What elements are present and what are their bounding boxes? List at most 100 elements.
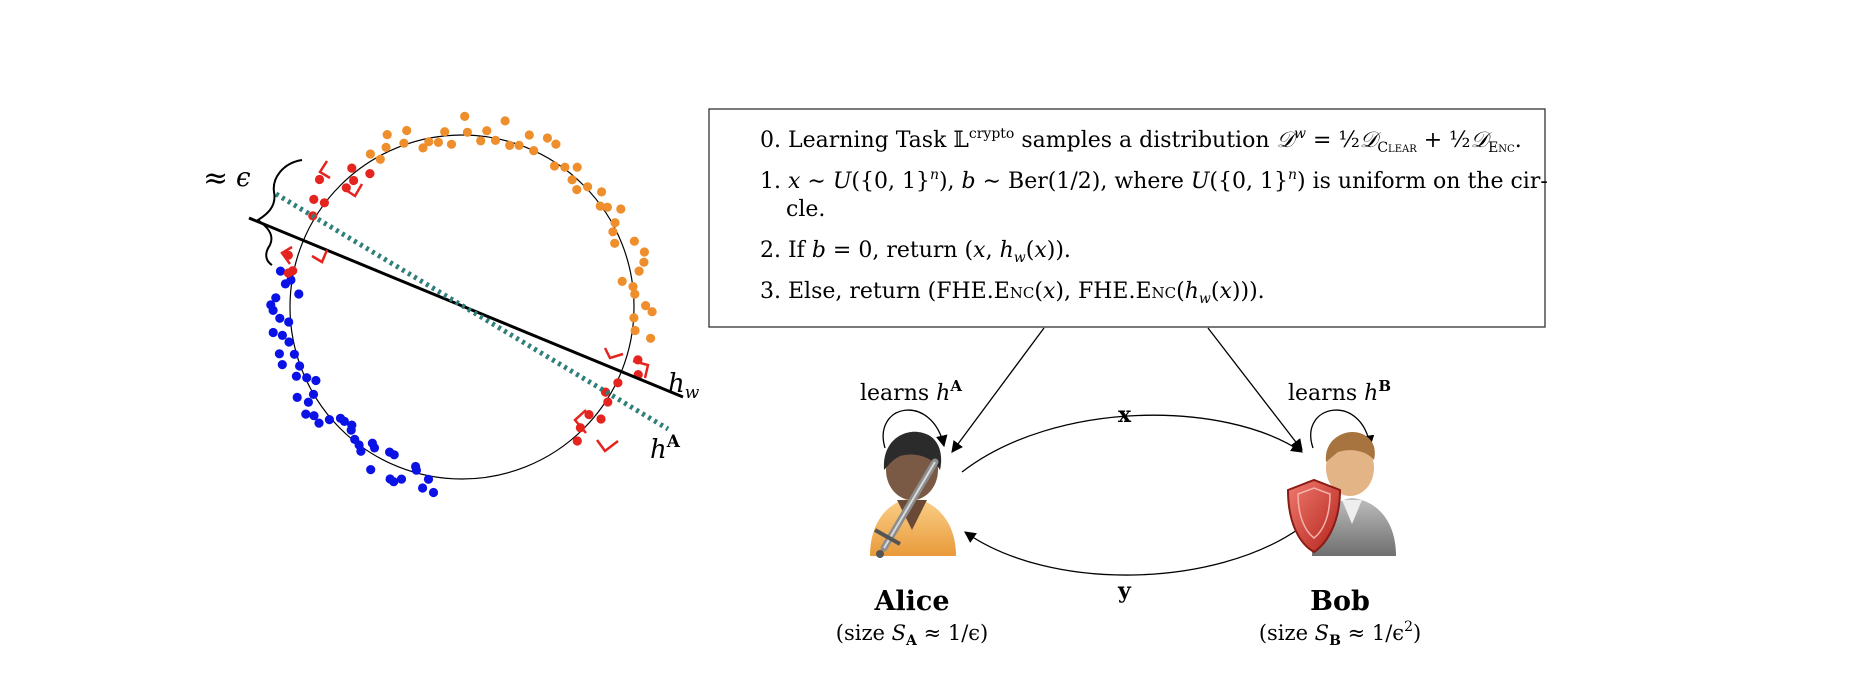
task-item-text: x xyxy=(1043,279,1056,304)
data-point xyxy=(490,135,501,145)
task-item-text: samples a distribution xyxy=(1014,128,1276,153)
data-point xyxy=(630,289,640,299)
data-point xyxy=(266,300,276,310)
data-point xyxy=(314,174,325,185)
task-item-text: Enc xyxy=(1488,140,1515,156)
data-point xyxy=(411,461,421,472)
task-item-text: ), FHE. xyxy=(1055,279,1135,304)
data-point xyxy=(319,198,329,208)
epsilon-brace xyxy=(256,159,303,266)
data-point xyxy=(549,161,560,171)
message-y-label: y xyxy=(1117,578,1132,604)
task-item-text: + ½ xyxy=(1417,128,1471,153)
task-item-text: w xyxy=(1014,250,1026,266)
data-point xyxy=(524,130,534,140)
task-item-number: 1. xyxy=(760,169,781,194)
task-item-text: ( xyxy=(1026,238,1035,263)
data-point xyxy=(324,415,334,425)
blue-points xyxy=(266,266,439,498)
message-x-arrow xyxy=(961,414,1303,473)
data-point xyxy=(596,414,606,424)
data-point xyxy=(572,162,582,172)
task-item-1: 1. x ∼ U({0, 1}n), b ∼ Ber(1/2), where U… xyxy=(760,167,1548,194)
task-item-text: 𝒟 xyxy=(1276,128,1298,153)
task-item-text: b xyxy=(962,169,976,194)
data-point xyxy=(629,313,639,323)
task-item-text: ) is uniform on the cir- xyxy=(1297,169,1548,194)
data-point xyxy=(551,139,561,149)
task-item-text: ∼ xyxy=(800,169,832,194)
data-point xyxy=(292,392,302,402)
data-point xyxy=(385,474,395,484)
task-item-text: h xyxy=(1000,238,1014,263)
task-item-text: n xyxy=(1288,167,1297,183)
task-item-text: Enc xyxy=(994,279,1035,304)
task-box-frame xyxy=(708,108,1546,328)
task-item-text: Else, return (FHE. xyxy=(781,279,994,304)
data-point xyxy=(301,409,311,419)
data-point xyxy=(291,371,301,381)
data-point xyxy=(595,201,605,211)
data-point xyxy=(381,142,391,152)
data-point xyxy=(418,143,428,153)
data-point xyxy=(460,111,470,121)
data-point xyxy=(396,474,407,484)
bob-name: Bob xyxy=(1310,586,1370,617)
task-item-text: x xyxy=(781,169,801,194)
data-point xyxy=(350,434,360,444)
data-point xyxy=(610,218,620,228)
data-point xyxy=(610,238,620,248)
data-point xyxy=(567,175,577,185)
data-point xyxy=(277,330,287,340)
bob-learns-label: learns hB xyxy=(1288,377,1391,406)
epsilon-label: ϵ xyxy=(236,163,251,193)
alice-learns-label: learns hA xyxy=(860,377,962,406)
data-point xyxy=(505,140,515,150)
task-item-text: 𝒟 xyxy=(1471,128,1493,153)
data-point xyxy=(284,337,294,347)
data-point xyxy=(602,202,613,212)
alice-name: Alice xyxy=(873,586,949,617)
data-point xyxy=(284,317,294,327)
data-point xyxy=(639,257,649,267)
task-item-text: )). xyxy=(1047,238,1071,263)
data-point xyxy=(584,410,594,420)
data-point xyxy=(646,333,656,343)
task-item-text: = 0, return ( xyxy=(826,238,973,263)
red-brackets xyxy=(280,160,650,453)
task-item-text: 𝒟 xyxy=(1360,128,1382,153)
hA-line xyxy=(274,191,670,432)
data-point xyxy=(482,126,492,136)
data-point xyxy=(274,349,284,359)
message-x-label: x xyxy=(1118,402,1132,428)
task-item-text: h xyxy=(1185,279,1199,304)
data-point xyxy=(608,227,618,237)
data-point xyxy=(335,413,346,423)
data-point xyxy=(271,293,281,303)
data-point xyxy=(366,465,376,475)
data-point xyxy=(446,139,457,149)
data-point xyxy=(277,360,287,370)
data-point xyxy=(349,175,359,186)
task-item-text: U xyxy=(833,169,853,194)
data-point xyxy=(294,289,304,299)
alice-size-label: (size SA ≈ 1/ϵ) xyxy=(836,621,988,649)
bob-size-label: (size SB ≈ 1/ϵ2) xyxy=(1259,619,1421,649)
task-item-0: 0. Learning Task 𝕃crypto samples a distr… xyxy=(760,126,1522,156)
data-point xyxy=(628,282,638,292)
data-point xyxy=(289,349,299,359)
data-point xyxy=(613,378,623,388)
task-item-text: = ½ xyxy=(1306,128,1360,153)
task-item-text: b xyxy=(812,238,826,263)
data-point xyxy=(309,411,319,421)
task-item-number: 3. xyxy=(760,279,781,304)
data-point xyxy=(423,474,434,484)
task-item-text: 𝕃 xyxy=(953,128,968,153)
data-point xyxy=(647,307,657,317)
task-item-text: x xyxy=(973,238,986,263)
data-point xyxy=(433,137,443,147)
data-point xyxy=(514,140,524,150)
data-point xyxy=(268,327,278,338)
data-point xyxy=(311,375,321,386)
